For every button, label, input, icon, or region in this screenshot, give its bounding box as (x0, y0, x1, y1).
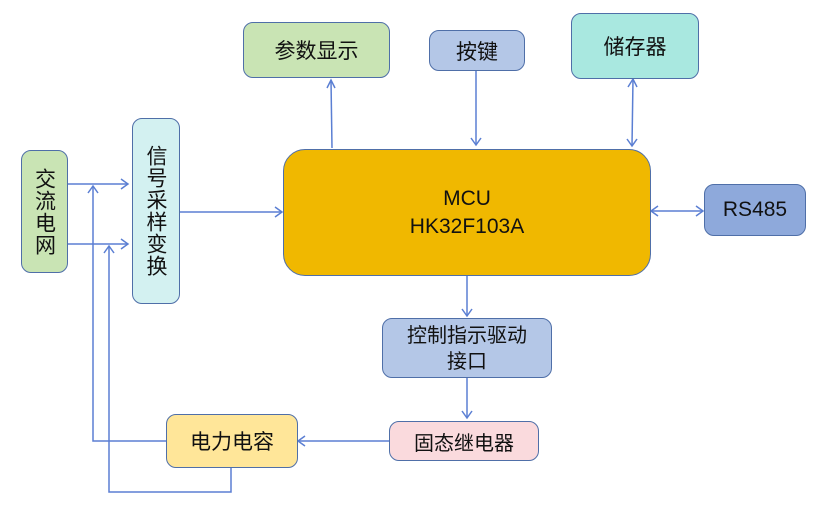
node-rs485-label: RS485 (722, 198, 788, 221)
node-signal-sampling: 信号采样变换 (132, 118, 180, 304)
node-ssr-label: 固态继电器 (414, 430, 514, 455)
arrowhead-keys-to-mcu (470, 137, 482, 147)
node-mcu-label: MCU HK32F103A (409, 187, 525, 238)
edge-mcu-to-display (330, 79, 333, 149)
node-control-driver-label: 控制指示驱动 接口 (407, 323, 527, 373)
arrowhead-ac-to-sampling-2 (120, 238, 130, 250)
node-keys-label: 按键 (456, 39, 498, 64)
arrowhead-ssr-to-capacitor (296, 435, 306, 447)
arrowhead-feedback-1 (87, 184, 99, 194)
node-power-capacitor: 电力电容 (166, 414, 298, 468)
arrowhead-mcu-to-driver (461, 308, 473, 318)
arrowhead-sampling-to-mcu (274, 206, 284, 218)
edge-capacitor-feedback-1 (92, 186, 166, 442)
node-ssr: 固态继电器 (389, 421, 539, 461)
arrowhead-storage-up (627, 77, 638, 88)
node-signal-sampling-label: 信号采样变换 (144, 145, 168, 277)
node-ac-grid-label: 交流电网 (32, 167, 57, 256)
node-storage-label: 储存器 (603, 35, 667, 59)
arrowhead-feedback-2 (103, 244, 115, 254)
node-keys: 按键 (429, 30, 525, 71)
arrowhead-mcu-to-display (326, 78, 336, 89)
node-ac-grid: 交流电网 (21, 150, 68, 273)
node-param-display: 参数显示 (243, 22, 390, 78)
node-rs485: RS485 (704, 184, 806, 236)
edge-capacitor-feedback-2 (108, 246, 232, 493)
arrowhead-storage-down (626, 138, 638, 148)
arrowhead-ac-to-sampling-1 (120, 178, 130, 190)
arrowhead-driver-to-ssr (461, 410, 473, 420)
node-storage: 储存器 (571, 13, 699, 79)
node-power-capacitor-label: 电力电容 (190, 430, 274, 454)
arrowhead-rs485-right (695, 205, 705, 217)
node-control-driver: 控制指示驱动 接口 (382, 318, 552, 378)
node-param-display-label: 参数显示 (274, 39, 359, 63)
node-mcu: MCU HK32F103A (283, 149, 651, 276)
arrowhead-rs485-left (649, 205, 659, 217)
edge-storage-mcu (631, 78, 634, 147)
